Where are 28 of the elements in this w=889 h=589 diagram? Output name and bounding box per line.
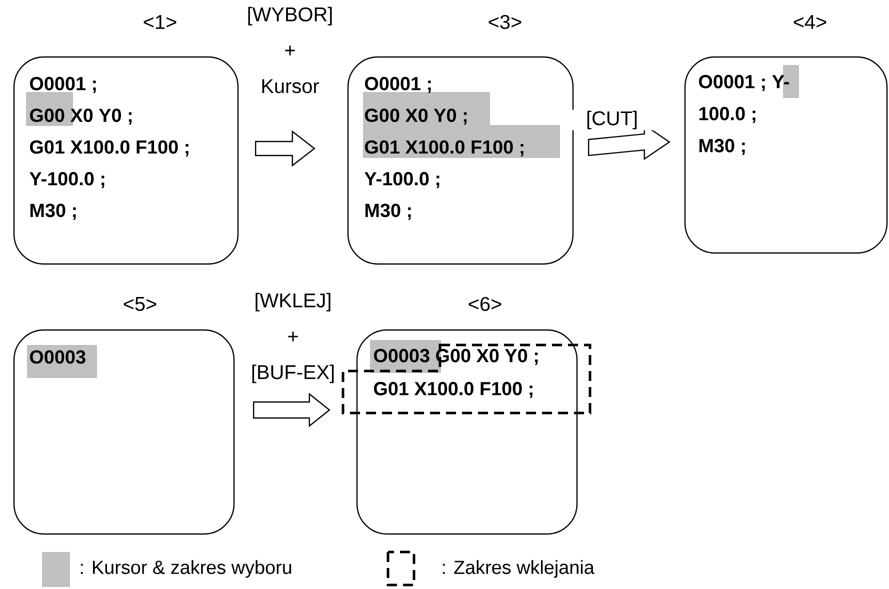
code-line: O0001 ; Y- (698, 74, 789, 92)
screen-number: <3> (488, 14, 522, 30)
edge-label: [CUT] (566, 110, 658, 130)
edge-label: [WKLEJ] + [BUF-EX] (247, 292, 339, 384)
code-line: O0003 G00 X0 Y0 ; (374, 348, 538, 366)
legend-text: : Zakres wklejania (442, 560, 594, 578)
code-line: Y-100.0 ; (364, 172, 440, 188)
code-line: M30 ; (30, 204, 76, 220)
code-line: G01 X100.0 F100 ; (374, 382, 532, 398)
code-line: O0003 (30, 350, 86, 364)
screen-number: <1> (144, 15, 176, 29)
block-arrow (255, 130, 316, 167)
code-line: Y-100.0 ; (30, 172, 104, 188)
screen-number: <4> (794, 15, 826, 29)
code-line: O0001 ; (364, 76, 431, 94)
code-line: G00 X0 Y0 ; (30, 108, 132, 125)
screen-number: <5> (124, 297, 156, 311)
code-line: O0001 ; (30, 76, 96, 94)
code-line: 100.0 ; (699, 106, 756, 124)
screen-number: <6> (468, 296, 502, 312)
block-arrow (253, 392, 330, 428)
code-line: M30 ; (365, 204, 411, 220)
code-line: G01 X100.0 F100 ; (30, 140, 188, 156)
code-line: G01 X100.0 F100 ; (364, 140, 524, 156)
edge-label: [WYBOR] + Kursor (244, 6, 336, 94)
legend-text: : Kursor & zakres wyboru (80, 560, 292, 578)
code-line: M30 ; (699, 138, 745, 156)
code-line: G00 X0 Y0 ; (364, 108, 467, 125)
